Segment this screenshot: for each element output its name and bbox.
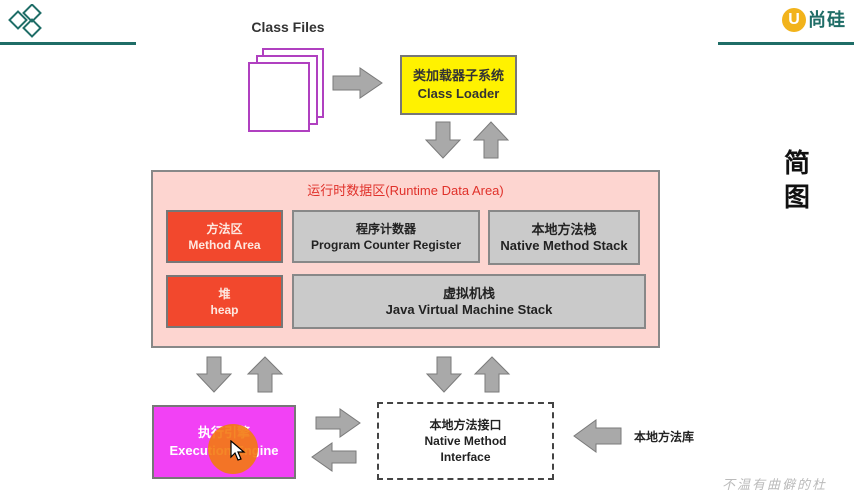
native-interface-cn: 本地方法接口 [429, 418, 502, 432]
brand-name: 尚硅 [808, 10, 846, 30]
runtime-data-area-title: 运行时数据区(Runtime Data Area) [307, 183, 504, 198]
header-line-left [0, 42, 136, 45]
method-area-box: 方法区 Method Area [166, 210, 283, 263]
watermark: 不温有曲僻的杜 [722, 477, 828, 492]
program-counter-en: Program Counter Register [310, 237, 462, 252]
class-files-label: Class Files [251, 19, 325, 35]
header-line-right [718, 42, 854, 45]
arrow-down-icon [195, 356, 233, 393]
heap-cn: 堆 [218, 286, 231, 301]
native-interface-en-2: Interface [440, 450, 491, 464]
native-method-stack-box: 本地方法栈 Native Method Stack [488, 210, 640, 265]
jvm-stack-cn: 虚拟机栈 [442, 285, 495, 301]
arrow-left-icon [311, 442, 357, 472]
arrow-down-icon [425, 356, 463, 393]
class-file-sheet [248, 62, 310, 132]
heap-en: heap [210, 302, 239, 317]
brand-logo: U 尚硅 [782, 8, 852, 36]
arrow-left-icon [573, 419, 622, 453]
jvm-stack-en: Java Virtual Machine Stack [385, 301, 553, 317]
brand-logo-icon: U [782, 8, 806, 32]
arrow-down-icon [424, 121, 462, 159]
diamond-logo-icon [8, 3, 48, 44]
class-loader-box: 类加载器子系统 Class Loader [400, 55, 517, 115]
arrow-up-icon [473, 356, 511, 393]
native-library-label: 本地方法库 [634, 430, 695, 444]
native-method-interface-box: 本地方法接口 Native Method Interface [377, 402, 554, 480]
arrow-up-icon [472, 121, 510, 159]
method-area-en: Method Area [188, 237, 261, 252]
jvm-stack-box: 虚拟机栈 Java Virtual Machine Stack [292, 274, 646, 329]
native-interface-en-1: Native Method [424, 434, 507, 448]
arrow-up-icon [246, 356, 284, 393]
class-loader-cn: 类加载器子系统 [412, 68, 504, 83]
method-area-cn: 方法区 [206, 221, 243, 236]
arrow-right-icon [315, 408, 361, 438]
side-title: 简 图 [780, 146, 814, 214]
arrow-right-icon [332, 67, 383, 99]
native-method-stack-cn: 本地方法栈 [531, 221, 597, 237]
program-counter-box: 程序计数器 Program Counter Register [292, 210, 480, 263]
program-counter-cn: 程序计数器 [355, 221, 416, 236]
class-loader-en: Class Loader [417, 86, 500, 101]
heap-box: 堆 heap [166, 275, 283, 328]
side-title-line2: 图 [783, 182, 810, 212]
side-title-line1: 简 [783, 148, 810, 178]
mouse-pointer-icon [230, 439, 246, 467]
native-method-stack-en: Native Method Stack [500, 237, 628, 253]
